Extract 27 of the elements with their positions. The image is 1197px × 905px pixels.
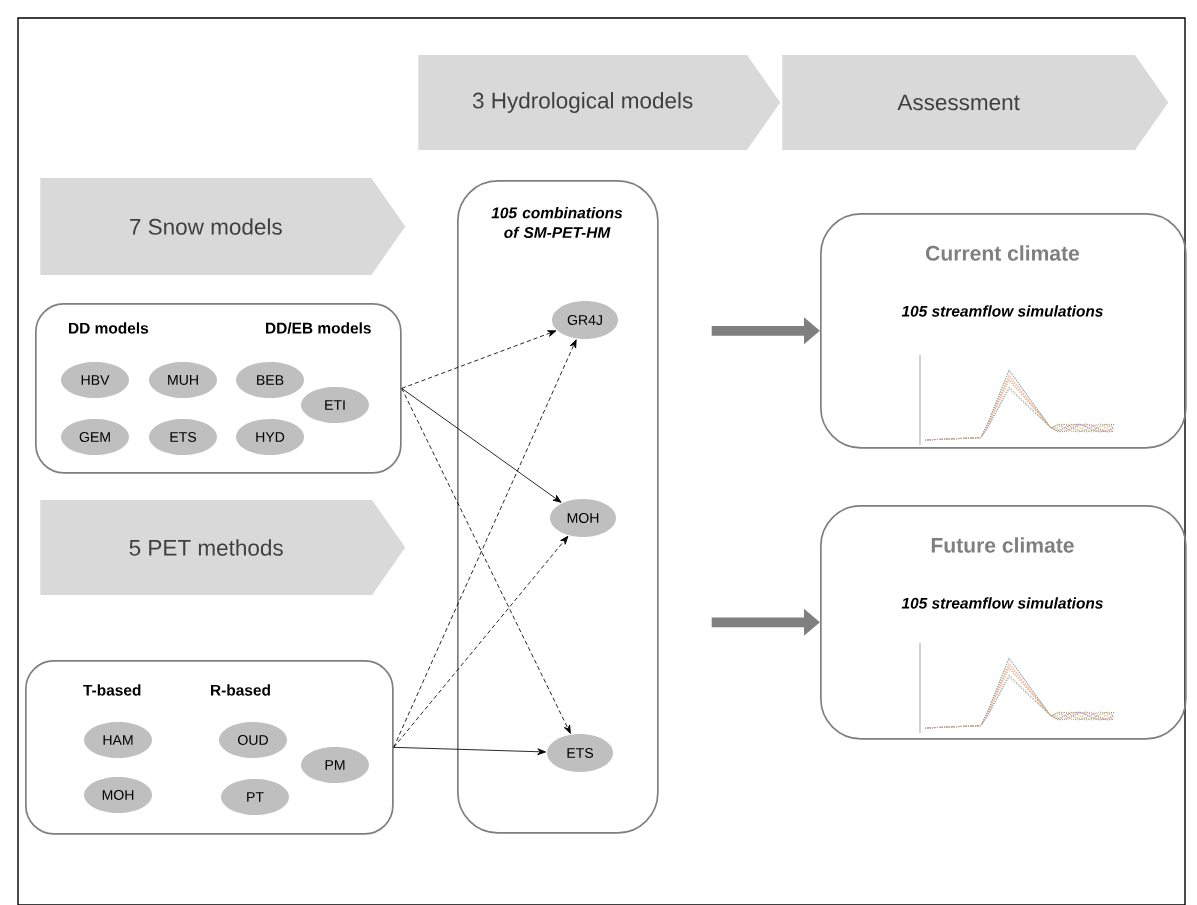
model-oval: HAM <box>84 722 152 758</box>
arrow <box>401 387 571 734</box>
climate-box: Future climate 105 streamflow simulations <box>820 505 1187 740</box>
arrow <box>393 746 546 756</box>
model-oval: BEB <box>236 362 304 398</box>
model-oval: MOH <box>84 777 152 813</box>
step-banner: 7 Snow models <box>40 178 406 275</box>
model-oval: HYD <box>236 419 304 455</box>
model-oval: PT <box>221 779 289 815</box>
model-oval: GR4J <box>552 301 618 339</box>
model-oval: PM <box>301 747 369 783</box>
climate-box: Current climate 105 streamflow simulations <box>820 213 1187 449</box>
model-oval: ETS <box>547 734 613 772</box>
step-banner: Assessment <box>782 55 1169 150</box>
arrow <box>401 387 562 503</box>
model-oval: ETS <box>149 419 217 455</box>
arrow <box>393 535 569 748</box>
model-oval: GEM <box>61 419 129 455</box>
model-oval: HBV <box>61 362 129 398</box>
model-oval: ETI <box>301 387 369 423</box>
model-oval: OUD <box>219 722 287 758</box>
arrow <box>393 339 577 748</box>
model-oval: MOH <box>550 499 616 537</box>
step-banner: 5 PET methods <box>40 500 406 595</box>
step-banner: 3 Hydrological models <box>418 55 781 150</box>
model-oval: MUH <box>149 362 217 398</box>
arrow <box>401 330 557 389</box>
